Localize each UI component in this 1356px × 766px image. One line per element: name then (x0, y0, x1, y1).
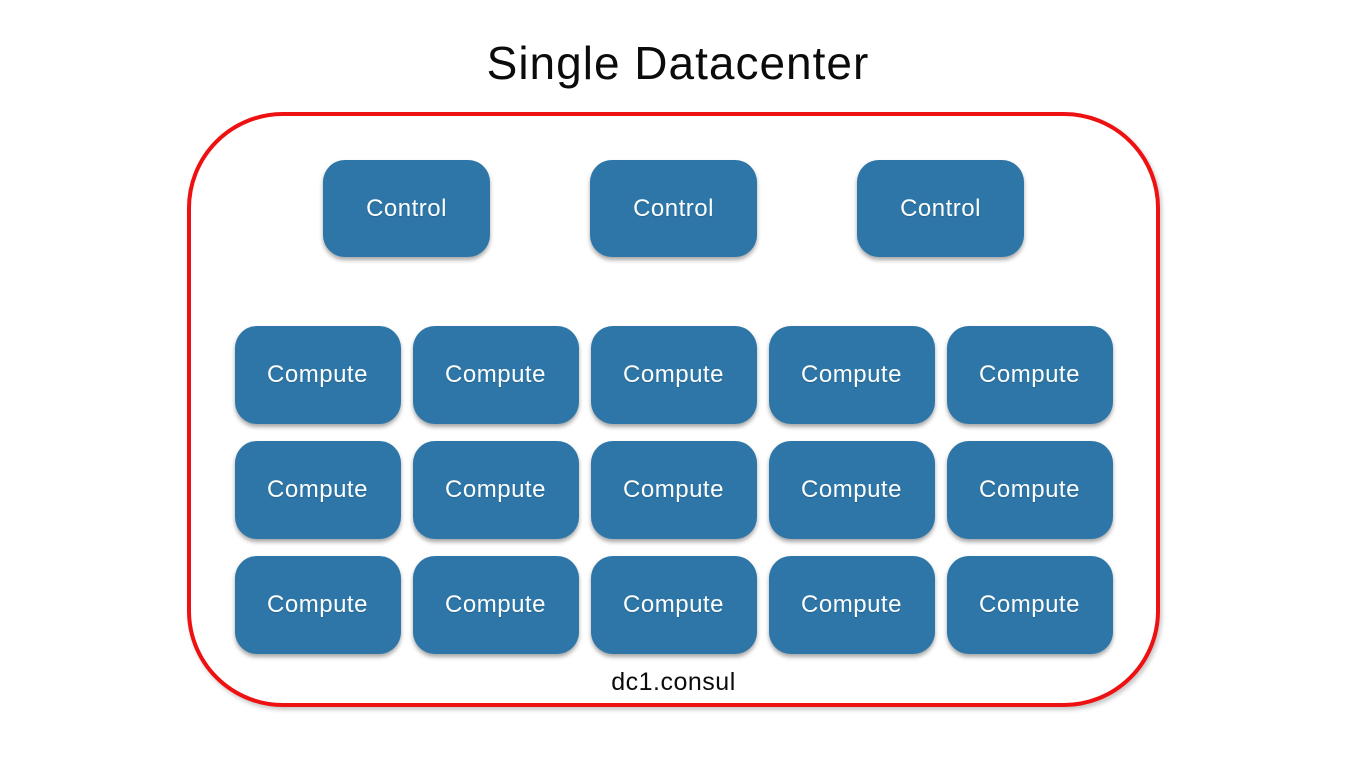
datacenter-boundary: Control Control Control Compute Compute … (187, 112, 1160, 707)
cluster-label: dc1.consul (611, 668, 736, 696)
compute-node: Compute (590, 441, 757, 539)
compute-node: Compute (412, 326, 579, 424)
compute-node: Compute (412, 441, 579, 539)
compute-node: Compute (768, 326, 935, 424)
diagram-title: Single Datacenter (486, 37, 870, 89)
control-node-row: Control Control Control (191, 160, 1156, 257)
compute-node-grid: Compute Compute Compute Compute Compute … (234, 326, 1113, 654)
control-node: Control (323, 160, 490, 257)
compute-node: Compute (946, 326, 1113, 424)
compute-node: Compute (590, 556, 757, 654)
control-node: Control (590, 160, 757, 257)
compute-node: Compute (946, 556, 1113, 654)
compute-node: Compute (590, 326, 757, 424)
compute-node: Compute (768, 556, 935, 654)
compute-node: Compute (412, 556, 579, 654)
compute-node: Compute (768, 441, 935, 539)
compute-node: Compute (946, 441, 1113, 539)
compute-node: Compute (234, 556, 401, 654)
compute-node: Compute (234, 441, 401, 539)
compute-node: Compute (234, 326, 401, 424)
control-node: Control (857, 160, 1024, 257)
